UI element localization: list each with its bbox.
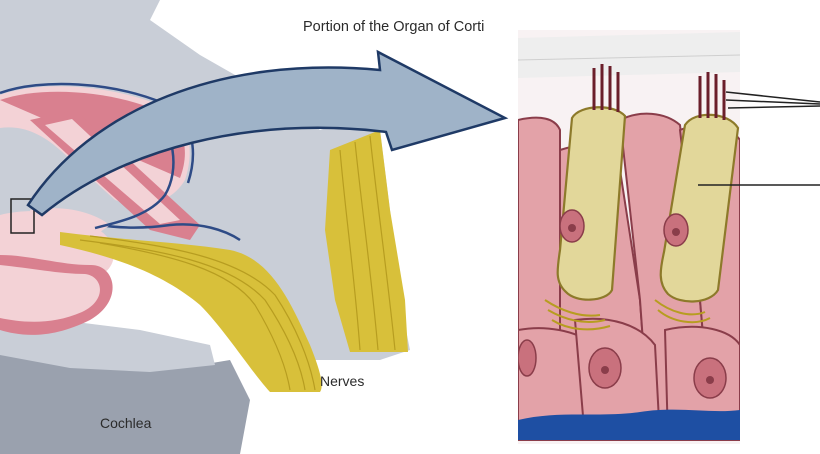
nucleus [518, 339, 537, 377]
cochlea-cross-section [0, 0, 410, 454]
nerves-label: Nerves [320, 373, 365, 389]
hair-cell-2 [654, 113, 740, 324]
nerve-fibres [79, 135, 396, 391]
organ-of-corti-title: Portion of the Organ of Corti [303, 19, 485, 35]
organ-of-corti-small [30, 208, 110, 232]
basilar-membrane [518, 409, 740, 440]
magnification-marker-box [10, 198, 35, 234]
nerve-bundle [60, 232, 322, 392]
stereocilia-bundle-1 [592, 64, 620, 112]
tectorial-membrane [518, 32, 740, 78]
stereocilia-bundle-2 [698, 72, 726, 120]
cochlea-label: Cochlea [100, 415, 152, 431]
organ-of-corti-magnified [518, 30, 740, 444]
pointer-lines [698, 91, 820, 186]
hair-cell-1 [544, 106, 627, 331]
zoom-arrow [26, 49, 509, 217]
lower-canal-inner [0, 265, 101, 322]
